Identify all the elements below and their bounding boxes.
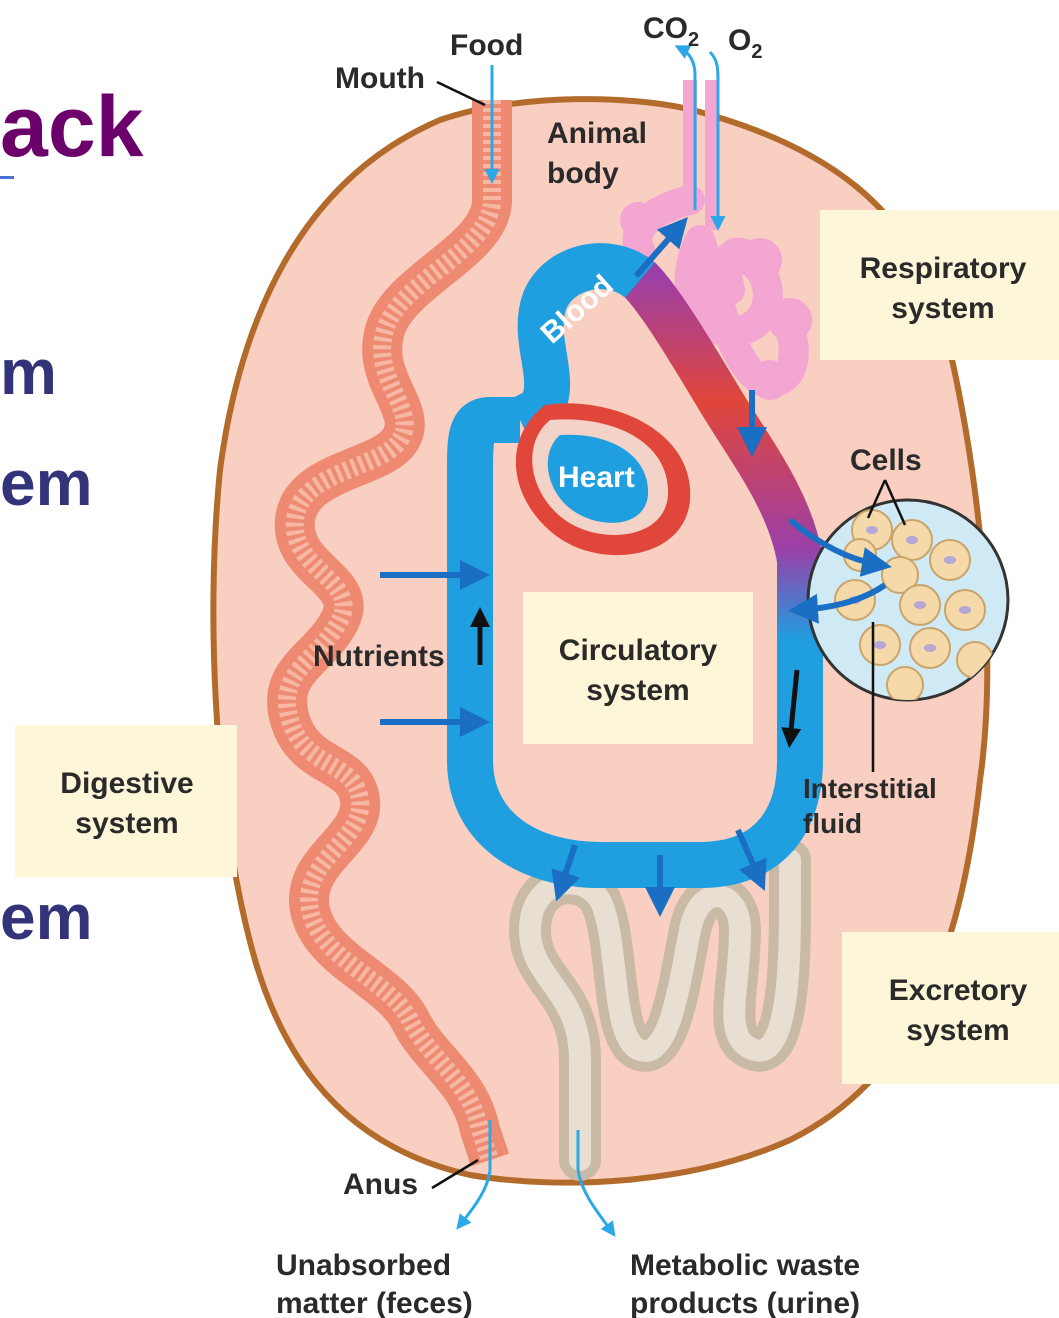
label-o2: O2 (728, 24, 762, 63)
label-circulatory-line1: Circulatory (559, 634, 718, 667)
label-digestive-line1: Digestive (60, 767, 193, 800)
label-interstitial-line2: fluid (803, 808, 862, 839)
label-urine-line1: Metabolic waste (630, 1249, 860, 1282)
label-co2: CO2 (643, 12, 699, 51)
label-excretory-line2: system (906, 1014, 1009, 1047)
label-mouth: Mouth (335, 62, 425, 95)
cells-inset (808, 500, 1008, 703)
label-food: Food (450, 29, 523, 62)
label-animal-body-line2: body (547, 157, 619, 190)
label-circulatory-line2: system (586, 674, 689, 707)
label-respiratory-line1: Respiratory (860, 252, 1027, 285)
label-feces-line1: Unabsorbed (276, 1249, 451, 1282)
label-cells: Cells (850, 444, 922, 477)
label-respiratory-line2: system (891, 292, 994, 325)
label-excretory-line1: Excretory (889, 974, 1028, 1007)
digestive-label-box (15, 725, 237, 877)
circulatory-label-box (523, 592, 753, 744)
label-urine-line2: products (urine) (630, 1287, 860, 1318)
label-anus: Anus (343, 1168, 418, 1201)
label-animal-body-line1: Animal (547, 117, 647, 150)
label-interstitial-line1: Interstitial (803, 773, 937, 804)
label-heart: Heart (558, 461, 635, 494)
label-feces-line2: matter (feces) (276, 1287, 473, 1318)
respiratory-label-box (820, 210, 1059, 360)
label-digestive-line2: system (75, 807, 178, 840)
label-nutrients: Nutrients (313, 640, 445, 673)
excretory-label-box (842, 932, 1059, 1084)
